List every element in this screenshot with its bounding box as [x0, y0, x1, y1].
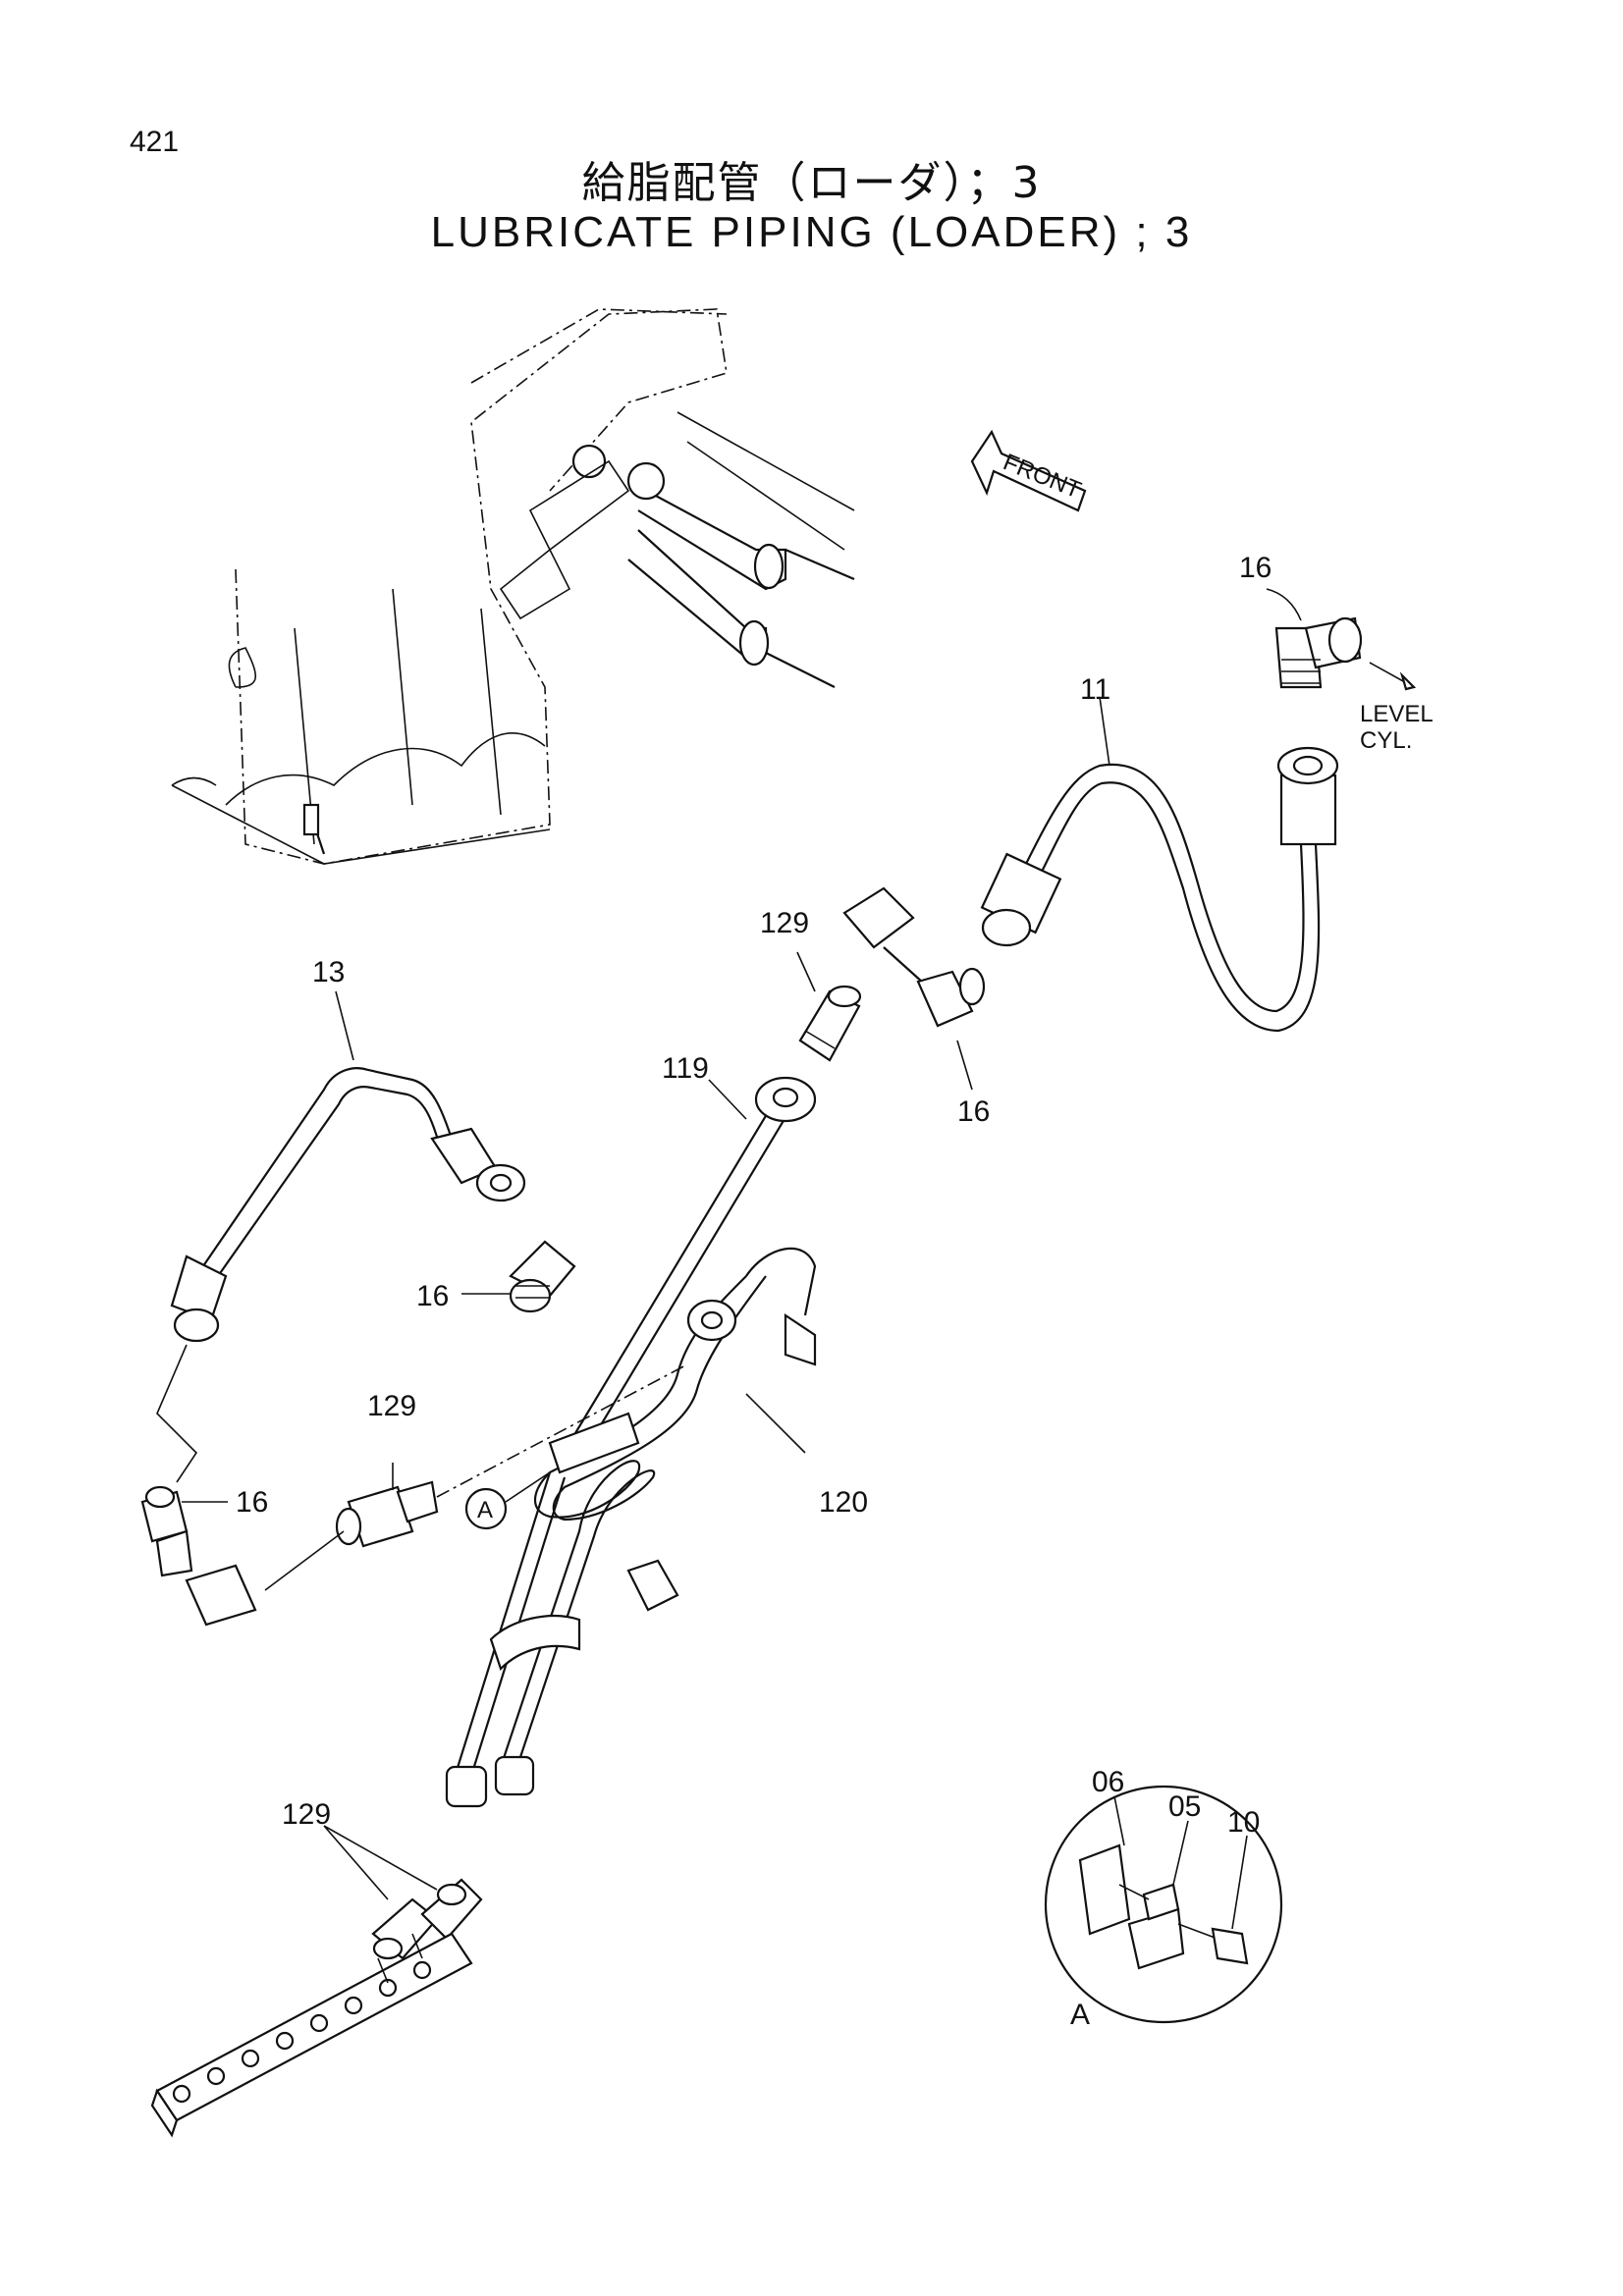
part-16-elbow-c — [509, 1240, 576, 1313]
page-number: 421 — [130, 126, 180, 158]
lube-manifold-block — [150, 1932, 473, 2138]
callout-06: 06 — [1092, 1766, 1124, 1798]
callout-129-c: 129 — [282, 1798, 331, 1831]
part-13-pipe — [170, 1067, 526, 1343]
callout-05: 05 — [1168, 1790, 1201, 1823]
callout-16-top: 16 — [1239, 552, 1271, 584]
callout-129-a: 129 — [760, 907, 809, 939]
page-title-jp: 給脂配管（ローダ）；3 — [581, 158, 1042, 208]
callout-16-d: 16 — [236, 1486, 268, 1519]
part-129-nipple-a — [798, 985, 862, 1062]
level-label: LEVEL — [1360, 701, 1434, 727]
callout-11: 11 — [1080, 673, 1110, 706]
front-label: FRONT — [1000, 449, 1085, 504]
front-arrow: FRONT — [970, 429, 1087, 512]
loader-bucket-drawing — [171, 308, 855, 865]
part-16-elbow-d — [140, 1485, 257, 1627]
part-11-hose — [980, 746, 1339, 1033]
callout-119: 119 — [662, 1052, 709, 1085]
callout-120: 120 — [819, 1486, 868, 1519]
part-16-elbow-mid — [842, 886, 986, 1028]
detail-a-view — [1044, 1785, 1283, 2024]
part-120-pipe — [489, 1247, 817, 1796]
cyl-label: CYL. — [1360, 727, 1412, 754]
part-16-elbow-top — [1274, 616, 1363, 689]
callout-16-b: 16 — [957, 1095, 990, 1128]
callout-10: 10 — [1227, 1806, 1260, 1839]
ref-a-marker: A — [464, 1471, 551, 1530]
detail-a-label: A — [1070, 1999, 1090, 2031]
callout-129-b: 129 — [367, 1390, 416, 1422]
part-129-nipple-b — [335, 1463, 439, 1548]
callout-16-c: 16 — [416, 1280, 449, 1312]
ref-a-label: A — [477, 1497, 493, 1523]
page-title-en: LUBRICATE PIPING (LOADER) ; 3 — [430, 208, 1193, 256]
part-129-nipple-c — [371, 1878, 483, 1960]
callout-13: 13 — [312, 956, 345, 988]
